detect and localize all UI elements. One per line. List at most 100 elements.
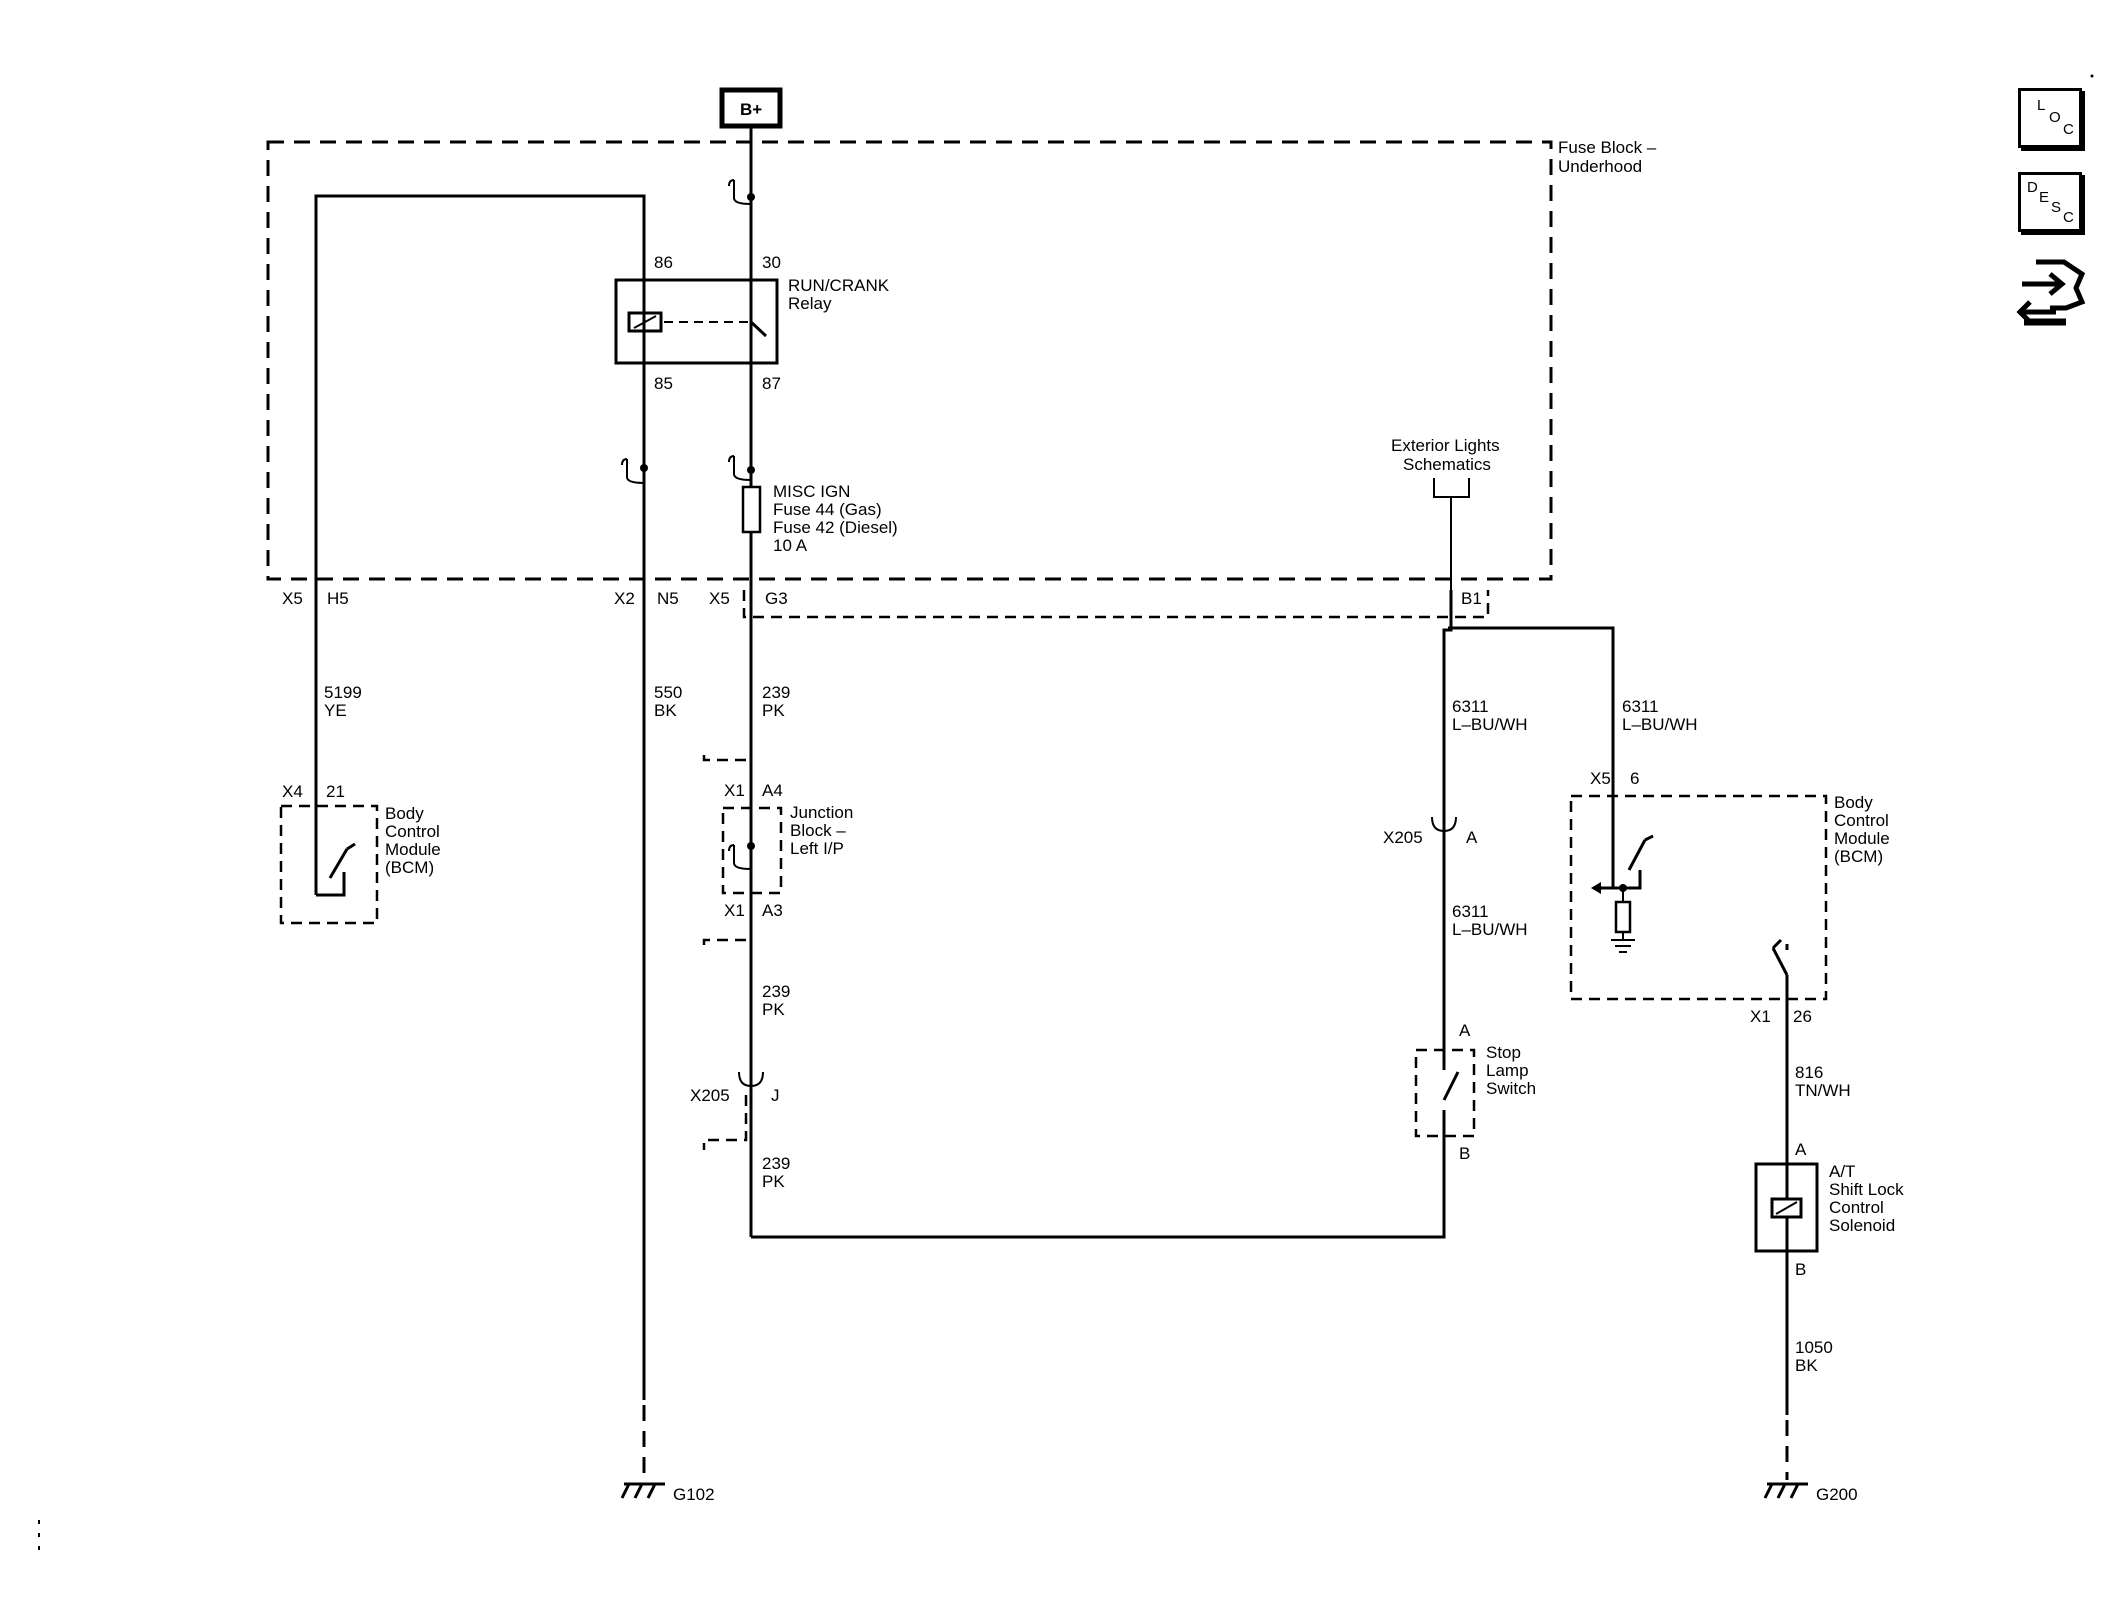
wire-1050-color: BK (1795, 1356, 1818, 1375)
wire-550-color: BK (654, 701, 677, 720)
bcm-right-conn-bot: X1 (1750, 1007, 1771, 1026)
description-letter-s: S (2051, 199, 2062, 216)
description-button[interactable]: D E S C (2018, 172, 2082, 232)
bcm-right-resistor (1614, 900, 1632, 934)
location-letter-l: L (2037, 97, 2046, 114)
location-letter-c: C (2063, 121, 2074, 138)
bcm-right-label-2: Control (1834, 811, 1889, 830)
junction-hook (728, 844, 752, 870)
wire-1050-num: 1050 (1795, 1338, 1833, 1357)
wire-6311c-num: 6311 (1452, 902, 1489, 921)
x205-a-conn: X205 (1383, 828, 1423, 847)
bcm-right-output-switch (1771, 938, 1789, 976)
fuse-label-3: Fuse 42 (Diesel) (773, 518, 898, 537)
junction-x1-top: X1 (724, 781, 745, 800)
junction-a4: A4 (762, 781, 783, 800)
ground-g102-label: G102 (673, 1485, 715, 1504)
exterior-lights-label-1: Exterior Lights (1391, 436, 1500, 455)
junction-label-3: Left I/P (790, 839, 844, 858)
wire-239b-color: PK (762, 1000, 785, 1019)
wire-816-color: TN/WH (1795, 1081, 1851, 1100)
solenoid-label-3: Control (1829, 1198, 1884, 1217)
wire-816-num: 816 (1795, 1063, 1823, 1082)
wire-6311a-color: L–BU/WH (1452, 715, 1528, 734)
connector-x5-g3-b: G3 (765, 589, 788, 608)
fuse-label-4: 10 A (773, 536, 808, 555)
fuse-block-underhood-outline (266, 140, 1553, 581)
stop-lamp-label-3: Switch (1486, 1079, 1536, 1098)
junction-x1-bot: X1 (724, 901, 745, 920)
fuse-label-1: MISC IGN (773, 482, 850, 501)
connector-end-view-icon[interactable] (2016, 252, 2088, 330)
connector-x5-h5-b: H5 (327, 589, 349, 608)
x205-a-connector (1431, 816, 1457, 833)
wire-bcm-to-relay-86 (314, 194, 646, 1400)
stop-lamp-pin-a: A (1459, 1021, 1471, 1040)
relay-pin-86: 86 (654, 253, 673, 272)
relay-switch (749, 320, 768, 338)
wire-239b-num: 239 (762, 982, 790, 1001)
connector-x2-n5-b: N5 (657, 589, 679, 608)
exterior-lights-label-2: Schematics (1403, 455, 1491, 474)
stop-lamp-label-1: Stop (1486, 1043, 1521, 1062)
bcm-right-pullup-switch (1613, 834, 1654, 890)
bcm-right-conn-top: X5 (1590, 769, 1611, 788)
junction-dashed-tail-top (702, 750, 746, 762)
solenoid-pin-a: A (1795, 1140, 1807, 1159)
bcm-left-outline (279, 804, 379, 925)
x205-j-dashed-tail (702, 1095, 748, 1150)
bcm-left-label-2: Control (385, 822, 440, 841)
solenoid-label-1: A/T (1829, 1162, 1855, 1181)
wire-239-return (751, 1150, 1446, 1239)
wire-550-num: 550 (654, 683, 682, 702)
x205-j-pin: J (771, 1086, 780, 1105)
wire-6311c-color: L–BU/WH (1452, 920, 1528, 939)
connector-b1: B1 (1461, 589, 1482, 608)
run-crank-relay (614, 278, 779, 365)
internal-connector-30 (728, 179, 752, 205)
wire-239c-num: 239 (762, 1154, 790, 1173)
location-button[interactable]: L O C (2018, 88, 2082, 148)
solenoid-label-2: Shift Lock (1829, 1180, 1904, 1199)
junction-block-outline (721, 806, 783, 895)
junction-label-1: Junction (790, 803, 853, 822)
wire-239a-color: PK (762, 701, 785, 720)
bcm-left-pin: 21 (326, 782, 345, 801)
wire-5199-num: 5199 (324, 683, 362, 702)
solenoid-pin-b: B (1795, 1260, 1806, 1279)
location-letter-o: O (2049, 109, 2061, 126)
wire-239a-num: 239 (762, 683, 790, 702)
battery-positive-label: B+ (740, 100, 762, 119)
description-letter-d: D (2027, 179, 2038, 196)
wire-239c-color: PK (762, 1172, 785, 1191)
bcm-left-conn: X4 (282, 782, 303, 801)
junction-dashed-tail-bottom (702, 938, 746, 950)
relay-pin-30: 30 (762, 253, 781, 272)
relay-label-2: Relay (788, 294, 832, 313)
x205-j-connector (738, 1071, 764, 1088)
wire-6311a-num: 6311 (1452, 697, 1489, 716)
bcm-right-arrowhead (1591, 882, 1601, 894)
bcm-right-label-1: Body (1834, 793, 1873, 812)
ground-g102-symbol (620, 1482, 665, 1499)
relay-pin-87: 87 (762, 374, 781, 393)
description-letter-c: C (2063, 209, 2074, 226)
wire-6311-stop-lamp (1442, 590, 1453, 1065)
bcm-right-label-3: Module (1834, 829, 1890, 848)
wire-6311b-num: 6311 (1622, 697, 1659, 716)
corner-dot (2090, 74, 2094, 78)
wire-6311b-color: L–BU/WH (1622, 715, 1698, 734)
solenoid-label-4: Solenoid (1829, 1216, 1895, 1235)
stop-lamp-label-2: Lamp (1486, 1061, 1529, 1080)
junction-a3: A3 (762, 901, 783, 920)
description-letter-e: E (2039, 189, 2050, 206)
relay-pin-85: 85 (654, 374, 673, 393)
bcm-left-switch (316, 842, 356, 897)
internal-connector-87 (728, 455, 752, 481)
bcm-right-label-4: (BCM) (1834, 847, 1883, 866)
stop-lamp-pin-b: B (1459, 1144, 1470, 1163)
x205-j-conn: X205 (690, 1086, 730, 1105)
bcm-left-label-4: (BCM) (385, 858, 434, 877)
shared-connector-outline (742, 590, 1490, 619)
bcm-left-label-3: Module (385, 840, 441, 859)
